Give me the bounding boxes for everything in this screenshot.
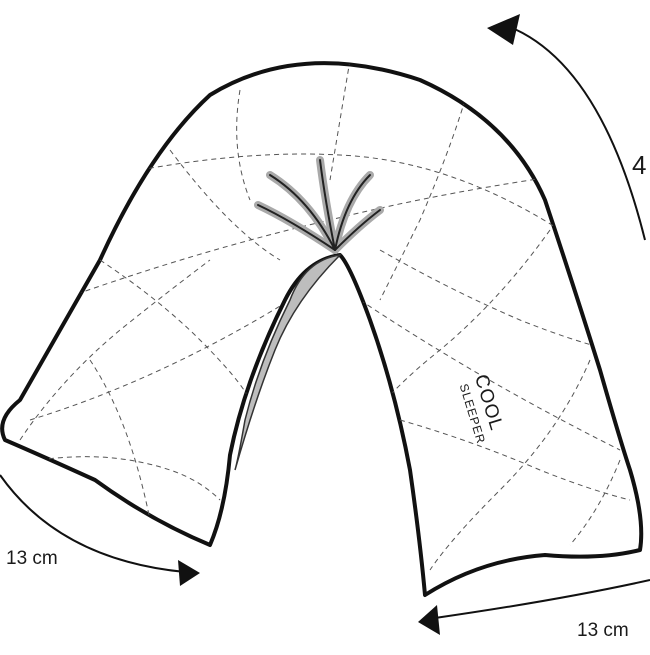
curved-arrow-icon: [504, 24, 646, 241]
inner-gap: [234, 253, 343, 471]
dimension-arrow-top: [487, 14, 646, 241]
dimension-label-right: 13 cm: [577, 620, 629, 641]
curved-arrow-icon: [0, 474, 186, 573]
dimension-arrow-left: [0, 474, 200, 586]
dimension-label-top: 4: [632, 150, 647, 180]
dimension-arrow-right: [418, 579, 650, 635]
pillow-ties: [254, 156, 384, 254]
pillow-outline: [0, 61, 644, 597]
quilt-stitching: [19, 63, 631, 571]
curved-arrow-icon: [434, 579, 650, 619]
dimension-label-left: 13 cm: [6, 548, 58, 569]
